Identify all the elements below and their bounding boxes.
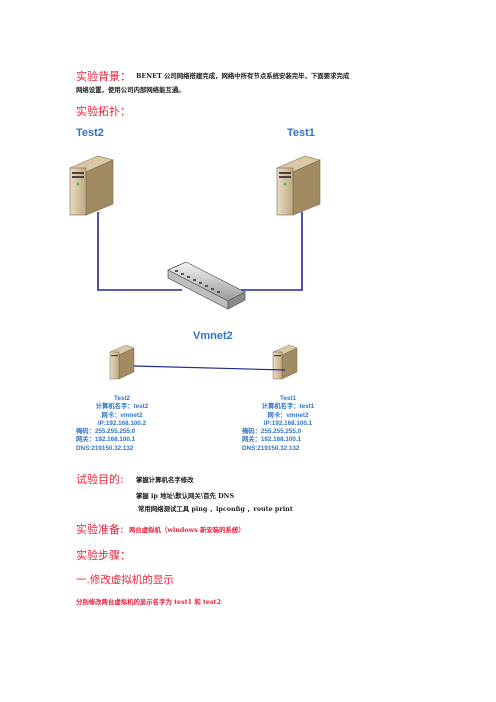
- host-info-test1: Test1 计算机名字：test1 网卡：vmnet2 IP:192.168.1…: [243, 395, 333, 428]
- host-info-line: IP:192.168.100.1: [263, 419, 313, 427]
- switch-icon: [167, 261, 246, 310]
- diagram-left-host-label: Test2: [76, 127, 104, 139]
- host-info-line: DNS:219150.32.132: [76, 444, 134, 452]
- server-icon-test1: [276, 155, 321, 216]
- goal-item-1: 掌握计算机名字修改: [136, 476, 194, 484]
- topology-label: 实验拓扑：: [76, 105, 131, 118]
- host-info-test2-net: 掩码：255.255.255.0 网关：192.168.100.1 DNS:21…: [76, 428, 135, 453]
- goal-item-3: 常用网络测试工具 ping ，ipconfig ，route print: [138, 505, 293, 513]
- direct-link: [133, 365, 286, 371]
- host-name: Test1: [280, 395, 296, 402]
- background-text-line2: 网络设置，使用公司内部网络能互通。: [76, 86, 185, 94]
- host-info-line: 计算机名字：test2: [95, 403, 149, 411]
- step1-text: 分别修改两台虚拟机的显示名字为 test1 和 test2: [76, 598, 221, 606]
- diagram-right-host-label: Test1: [287, 127, 315, 139]
- server-icon-small-test2: [109, 344, 135, 380]
- host-info-line: IP:192.168.100.2: [97, 419, 147, 427]
- goal-label: 试验目的:: [76, 473, 124, 486]
- host-info-line: 网关：192.168.100.1: [242, 436, 302, 444]
- step1-title: 一.修改虚拟机的显示: [76, 574, 174, 586]
- host-info-line: 网卡：vmnet2: [267, 411, 309, 419]
- host-info-line: 掩码：255.255.255.0: [242, 428, 302, 435]
- host-info-line: DNS:219150.32.132: [242, 444, 300, 452]
- server-icon-small-test1: [272, 344, 298, 380]
- host-info-line: 网关：192.168.100.1: [76, 436, 136, 444]
- background-label: 实验背景：: [76, 70, 131, 83]
- host-info-line: 网卡：vmnet2: [101, 411, 143, 419]
- host-info-line: 计算机名字：test1: [261, 403, 315, 411]
- steps-label: 实验步骤：: [76, 549, 131, 562]
- host-info-line: 掩码：255.255.255.0: [76, 428, 136, 435]
- host-info-test1-net: 掩码：255.255.255.0 网关：192.168.100.1 DNS:21…: [242, 428, 301, 453]
- prep-label: 实验准备:: [76, 523, 124, 536]
- background-text-line1: BENET 公司网络搭建完成，网络中所有节点系统安装完毕，下面要求完成: [136, 72, 350, 80]
- host-name: Test2: [114, 395, 130, 402]
- host-info-test2: Test2 计算机名字：test2 网卡：vmnet2 IP:192.168.1…: [77, 395, 167, 428]
- prep-text: 两台虚拟机（windows 新安装的系统）: [129, 526, 245, 534]
- network-links: [97, 212, 303, 291]
- switch-label: Vmnet2: [193, 330, 233, 342]
- goal-item-2: 掌握 ip 地址\默认网关\首先 DNS: [136, 492, 235, 500]
- server-icon-test2: [69, 155, 114, 216]
